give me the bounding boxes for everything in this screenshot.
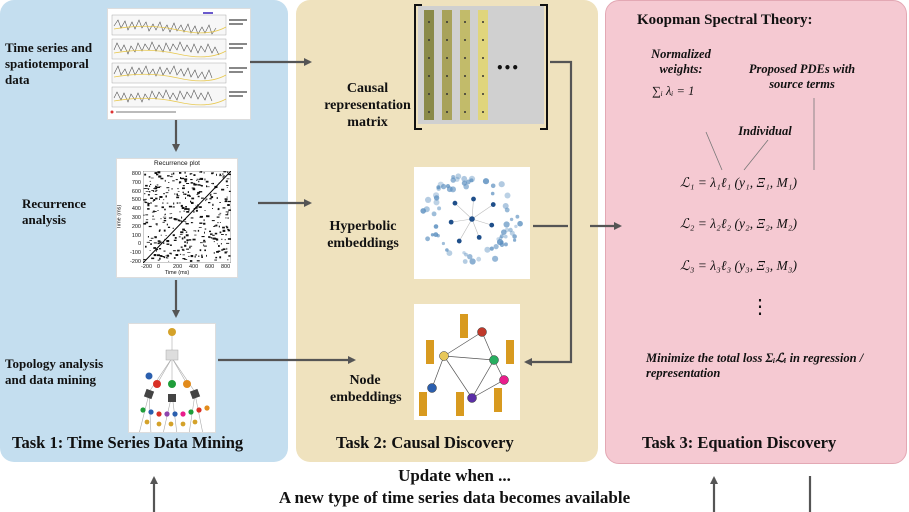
recurrence-xtick: -200 [141,264,153,270]
recurrence-xtick: 600 [205,264,215,270]
equation-vdots: ⋮ [750,296,770,318]
label-timeseries: Time series and spatiotemporal data [5,40,93,87]
recurrence-ytick: 800 [131,171,141,177]
footer-update-when: Update when ... [398,466,511,485]
recurrence-ytick: -200 [129,259,141,265]
recurrence-plot: Recurrence plot Time (ms) 800 700 600 500 40… [116,158,238,278]
recurrence-ytick: 400 [131,206,141,213]
node-embeddings-image [414,304,520,420]
recurrence-xtick: 0 [157,264,161,270]
recurrence-ytick: 0 [137,241,141,248]
equation-2: ℒ₂ = λ₂ℓ₂ (y₂, Ξ₂, M₂) [680,216,797,231]
matrix-bracket-right [540,4,548,130]
causal-matrix-ellipsis: ••• [496,61,519,75]
recurrence-xticks: -200 0 200 400 600 800 [139,264,235,272]
topology-tree [139,328,210,432]
koopman-heading: Koopman Spectral Theory: [637,12,813,28]
timeseries-plot [108,9,250,119]
timeseries-image [107,8,251,120]
label-causal: Causal representation matrix [324,81,411,130]
pointer-weights [705,131,723,171]
recurrence-plot-title: Recurrence plot [154,160,200,167]
recurrence-plot-matrix [143,171,231,263]
task3-title: Task 3: Equation Discovery [642,433,837,452]
hyperbolic-embeddings-image [414,167,530,279]
causal-matrix-svg: ••• [424,10,519,120]
recurrence-xtick: 400 [189,264,199,270]
label-recurrence: Recurrence analysis [22,196,87,227]
note-normalized-weights: Normalized weights: [651,47,711,76]
task1-title: Task 1: Time Series Data Mining [12,433,244,452]
recurrence-xtick: 800 [221,264,231,270]
recurrence-ytick: 200 [131,223,141,230]
causal-matrix: ••• [414,4,548,130]
note-weights-equation: ∑ᵢ λᵢ = 1 [652,84,695,98]
recurrence-yticks: 800 700 600 500 400 300 200 100 0 -100 -200 [123,171,141,265]
pointer-individual [743,139,769,171]
node-embeddings [419,314,514,416]
note-proposed-pdes: Proposed PDEs with source terms [748,62,856,91]
equation-1: ℒ₁ = λ₁ℓ₁ (y₁, Ξ₁, M₁) [680,175,797,190]
label-node: Node embeddings [330,373,402,405]
recurrence-ytick: 100 [131,232,141,239]
minimize-total-loss: Minimize the total loss Σᵢℒᵢ in regressi… [646,351,864,380]
recurrence-ytick: 600 [131,188,141,195]
matrix-bracket-left [414,4,422,130]
topology-tree-image [128,323,216,433]
recurrence-ytick: -100 [129,250,141,257]
hyperbolic-embeddings [420,173,523,265]
recurrence-xtick: 200 [173,264,183,270]
recurrence-xlabel: Time (ms) [164,270,190,276]
recurrence-ytick: 300 [131,215,141,221]
task2-title: Task 2: Causal Discovery [336,433,514,452]
label-topology: Topology analysis and data mining [5,356,104,387]
recurrence-ytick: 500 [131,197,141,204]
arrow-matrix-to-node [524,60,573,366]
task3-panel [605,0,907,464]
footer-new-data: A new type of time series data becomes a… [278,488,631,507]
equation-3: ℒ₃ = λ₃ℓ₃ (y₃, Ξ₃, M₃) [680,258,797,273]
label-hyperbolic: Hyperbolic embeddings [327,219,399,251]
note-individual: Individual [738,124,792,138]
recurrence-ytick: 700 [131,179,141,186]
